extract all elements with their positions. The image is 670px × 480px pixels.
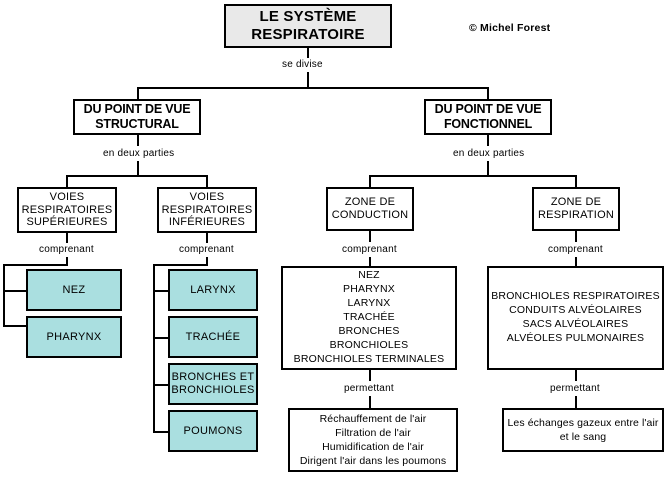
edge-label-conduction-comprenant: comprenant <box>342 244 397 255</box>
node-conduction-structures-list: NEZ PHARYNX LARYNX TRACHÉE BRONCHES BRON… <box>281 266 457 370</box>
edge-label-se-divise: se divise <box>282 59 323 70</box>
connector-superieures-to-label <box>66 233 68 243</box>
connector-root-split-bar <box>137 87 489 89</box>
node-conduction-functions: Réchauffement de l'air Filtration de l'a… <box>288 408 458 472</box>
connector-conduction-to-label <box>369 231 371 242</box>
edge-label-superieures-comprenant: comprenant <box>39 244 94 255</box>
connector-structural-down <box>137 87 139 99</box>
node-organ-pharynx: PHARYNX <box>26 316 122 358</box>
connector-inferieures-stub-larynx <box>153 290 170 292</box>
connector-fonctionnel-label-down <box>487 161 489 176</box>
connector-conduction-permettant-down <box>369 396 371 409</box>
connector-conduction-label-down <box>369 257 371 267</box>
connector-respiration-down <box>575 175 577 187</box>
connector-conduction-list-down <box>369 370 371 381</box>
connector-superieures-down <box>66 175 68 187</box>
connector-inferieures-down <box>206 175 208 187</box>
connector-fonctionnel-split-bar <box>369 175 577 177</box>
connector-superieures-label-down <box>66 257 68 265</box>
credit-label: © Michel Forest <box>469 22 551 34</box>
connector-inferieures-spine <box>153 264 155 433</box>
edge-label-fonctionnel-en-deux-parties: en deux parties <box>453 148 525 159</box>
node-organ-bronches-et-bronchioles: BRONCHES ET BRONCHIOLES <box>168 363 258 405</box>
connector-sedivise-down <box>307 72 309 88</box>
connector-respiration-to-label <box>575 231 577 242</box>
connector-inferieures-stub-trachee <box>153 337 170 339</box>
node-organ-poumons: POUMONS <box>168 410 258 452</box>
connector-title-down <box>307 48 309 58</box>
connector-respiration-label-down <box>575 257 577 267</box>
node-du-point-de-vue-fonctionnel: DU POINT DE VUE FONCTIONNEL <box>424 99 552 135</box>
edge-label-structural-en-deux-parties: en deux parties <box>103 148 175 159</box>
connector-fonctionnel-to-label <box>487 135 489 146</box>
node-title-systeme-respiratoire: LE SYSTÈME RESPIRATOIRE <box>224 4 392 48</box>
node-respiration-function: Les échanges gazeux entre l'air et le sa… <box>502 408 664 452</box>
connector-respiration-permettant-down <box>575 396 577 409</box>
connector-inferieures-label-down <box>206 257 208 265</box>
node-respiration-structures-list: BRONCHIOLES RESPIRATOIRES CONDUITS ALVÉO… <box>487 266 664 370</box>
edge-label-respiration-comprenant: comprenant <box>548 244 603 255</box>
connector-structural-split-bar <box>66 175 208 177</box>
connector-superieures-spine <box>3 264 5 327</box>
edge-label-respiration-permettant: permettant <box>550 383 600 394</box>
connector-superieures-stub-pharynx <box>3 325 28 327</box>
edge-label-conduction-permettant: permettant <box>344 383 394 394</box>
connector-inferieures-stub-bronches <box>153 384 170 386</box>
edge-label-inferieures-comprenant: comprenant <box>179 244 234 255</box>
connector-superieures-bracket-top <box>3 264 68 266</box>
connector-structural-to-label <box>137 135 139 146</box>
connector-inferieures-to-label <box>206 233 208 243</box>
node-du-point-de-vue-structural: DU POINT DE VUE STRUCTURAL <box>73 99 201 135</box>
connector-structural-label-down <box>137 161 139 176</box>
node-voies-respiratoires-superieures: VOIES RESPIRATOIRES SUPÉRIEURES <box>17 187 117 233</box>
connector-inferieures-stub-poumons <box>153 431 170 433</box>
connector-inferieures-bracket-top <box>153 264 208 266</box>
connector-fonctionnel-down <box>487 87 489 99</box>
connector-respiration-list-down <box>575 370 577 381</box>
connector-conduction-down <box>369 175 371 187</box>
node-zone-de-respiration: ZONE DE RESPIRATION <box>532 187 620 231</box>
connector-superieures-stub-nez <box>3 290 28 292</box>
node-organ-trachee: TRACHÉE <box>168 316 258 358</box>
node-organ-larynx: LARYNX <box>168 269 258 311</box>
node-zone-de-conduction: ZONE DE CONDUCTION <box>326 187 414 231</box>
node-voies-respiratoires-inferieures: VOIES RESPIRATOIRES INFÉRIEURES <box>157 187 257 233</box>
node-organ-nez: NEZ <box>26 269 122 311</box>
